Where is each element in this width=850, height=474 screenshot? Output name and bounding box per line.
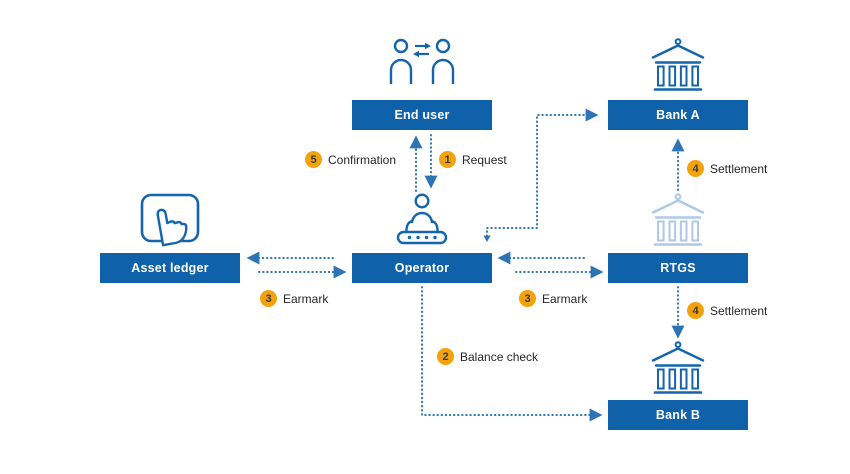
label-settlement-top: 4 Settlement [687, 160, 767, 177]
label-earmark-right: 3 Earmark [519, 290, 587, 307]
step-badge-earmark-left: 3 [260, 290, 277, 307]
node-operator: Operator [352, 253, 492, 283]
step-badge-settlement-bottom: 4 [687, 302, 704, 319]
label-settlement-bottom: 4 Settlement [687, 302, 767, 319]
step-text-earmark-right: Earmark [542, 291, 588, 306]
node-bank-b: Bank B [608, 400, 748, 430]
step-badge-earmark-right: 3 [519, 290, 536, 307]
node-bank-a: Bank A [608, 100, 748, 130]
step-badge-balance-check: 2 [437, 348, 454, 365]
label-request: 1 Request [439, 151, 507, 168]
step-badge-request: 1 [439, 151, 456, 168]
label-balance-check: 2 Balance check [437, 348, 538, 365]
label-confirmation: 5 Confirmation [305, 151, 396, 168]
step-text-balance-check: Balance check [460, 349, 539, 364]
step-text-settlement-top: Settlement [710, 161, 768, 176]
step-text-earmark-left: Earmark [283, 291, 329, 306]
arrow-balance-check [421, 286, 603, 422]
arrowhead-into-operator [483, 235, 491, 242]
bank-building-light-icon [648, 192, 708, 250]
bank-building-icon-b [648, 340, 708, 398]
label-earmark-left: 3 Earmark [260, 290, 328, 307]
step-badge-confirmation: 5 [305, 151, 322, 168]
node-asset-ledger: Asset ledger [100, 253, 240, 283]
bank-building-icon [648, 37, 708, 95]
operator-console-icon [392, 192, 452, 250]
people-exchange-icon [386, 34, 458, 96]
step-text-settlement-bottom: Settlement [710, 303, 768, 318]
step-badge-settlement-top: 4 [687, 160, 704, 177]
arrow-operator-banka [486, 108, 599, 237]
step-text-request: Request [462, 152, 507, 167]
node-end-user: End user [352, 100, 492, 130]
hand-tap-ledger-icon [139, 192, 201, 248]
step-text-confirmation: Confirmation [328, 152, 397, 167]
node-rtgs: RTGS [608, 253, 748, 283]
